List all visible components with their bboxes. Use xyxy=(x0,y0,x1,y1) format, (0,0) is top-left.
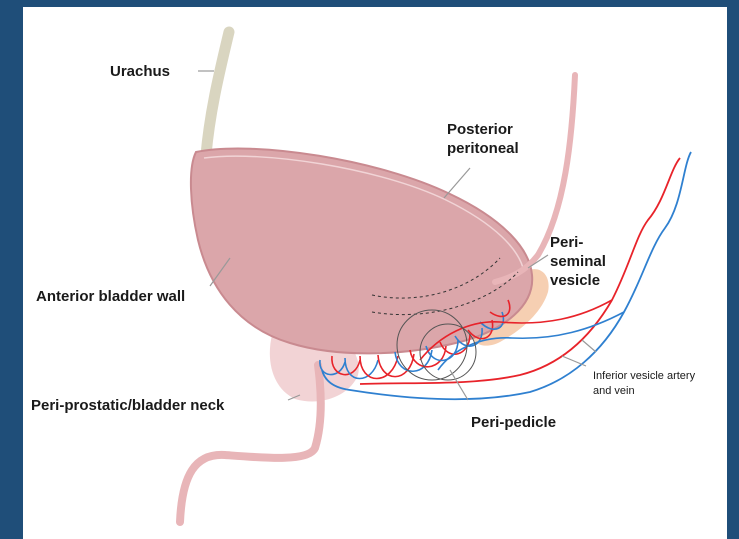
label-inferior-vesicle-1: Inferior vesicle artery xyxy=(593,369,695,383)
urachus xyxy=(206,32,229,155)
label-urachus: Urachus xyxy=(110,62,170,81)
label-inferior-vesicle-2: and vein xyxy=(593,384,635,398)
label-posterior-peritoneal-1: Posterior xyxy=(447,120,513,139)
label-peri-prostatic: Peri-prostatic/bladder neck xyxy=(31,396,224,415)
label-peri-seminal-1: Peri- xyxy=(550,233,583,252)
label-peri-seminal-2: seminal xyxy=(550,252,606,271)
label-posterior-peritoneal-2: peritoneal xyxy=(447,139,519,158)
label-peri-pedicle: Peri-pedicle xyxy=(471,413,556,432)
label-anterior-bladder-wall: Anterior bladder wall xyxy=(36,287,185,306)
label-peri-seminal-3: vesicle xyxy=(550,271,600,290)
